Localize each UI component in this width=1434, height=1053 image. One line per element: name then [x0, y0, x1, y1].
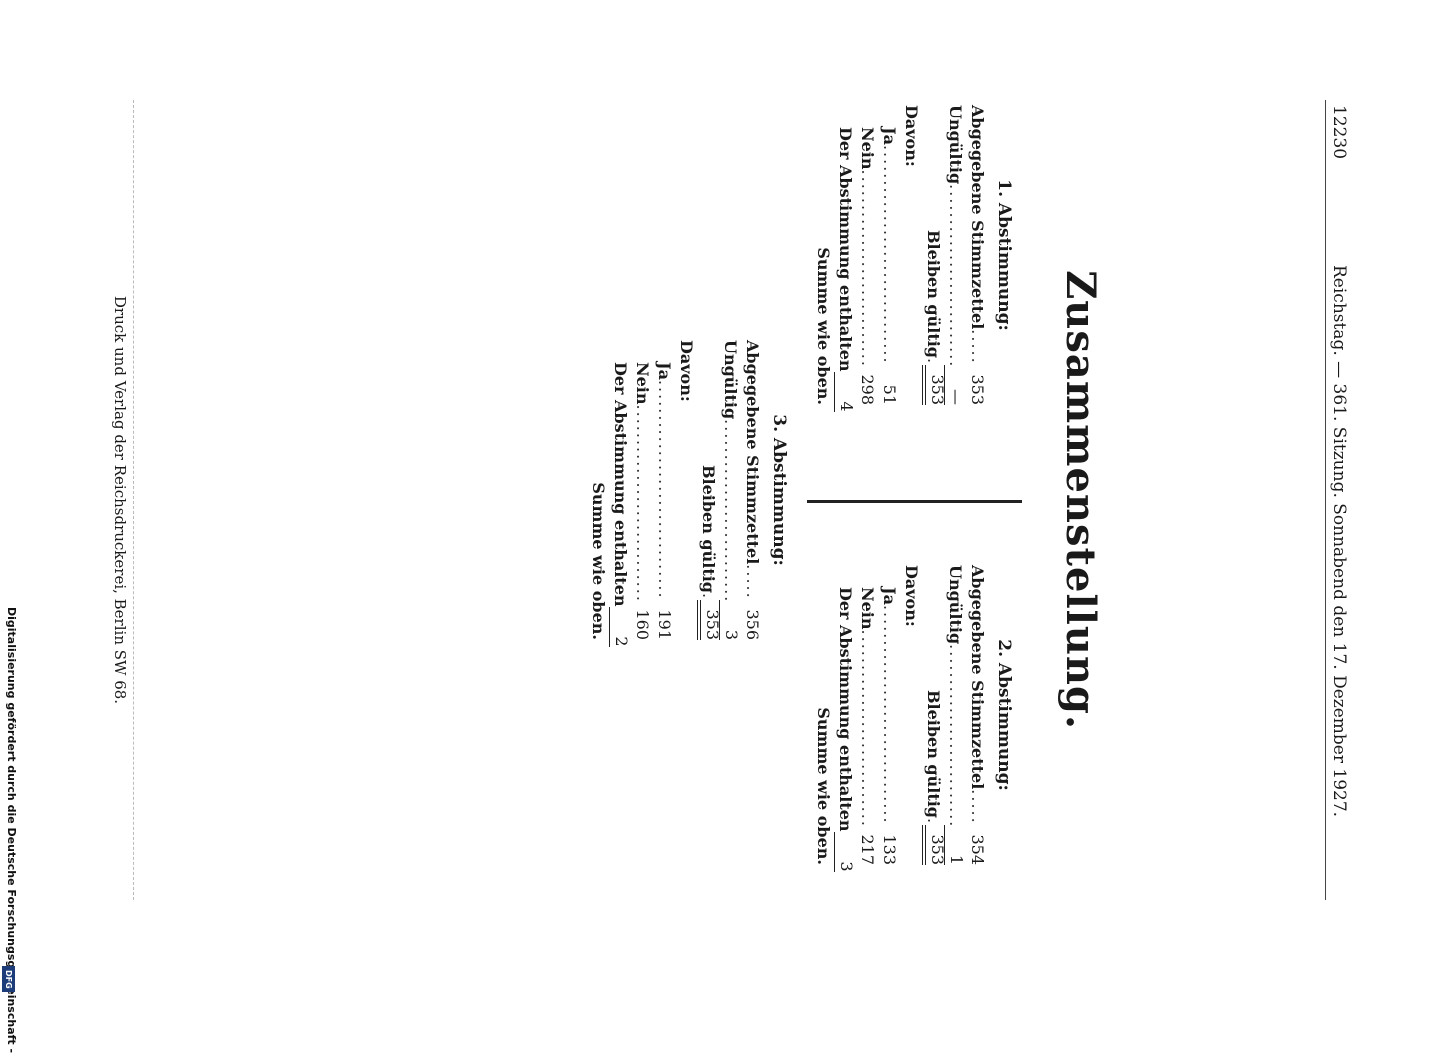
row-label: Abgegebene Stimmzettel [968, 105, 987, 330]
row-value: 298 [858, 374, 877, 405]
leader-dots [856, 630, 878, 825]
row-value: 353 [922, 825, 948, 865]
header-rule [1325, 100, 1326, 900]
row-value: 4 [834, 371, 857, 412]
dfg-logo-icon: DFG [2, 966, 15, 992]
row-value: 353 [922, 365, 948, 405]
row-ja: Ja 133 [878, 565, 900, 865]
row-gueltig: Bleiben gültig 353 [697, 340, 723, 640]
leader-dots [719, 419, 741, 600]
vote-block-1: 1. Abstimmung: Abgegebene Stimmzettel 353… [812, 105, 1014, 412]
row-label: Bleiben gültig [699, 465, 718, 593]
leader-dots [653, 380, 675, 600]
row-label: Der Abstimmung enthalten [611, 362, 630, 607]
row-label: Abgegebene Stimmzettel [968, 565, 987, 790]
vote-title: 2. Abstimmung: [994, 639, 1014, 791]
leader-dots [878, 605, 900, 825]
leader-dots [878, 145, 900, 365]
row-davon: Davon: [900, 105, 922, 405]
row-summe: Summe wie oben. [589, 482, 608, 640]
row-value: 353 [697, 600, 723, 640]
row-label: Bleiben gültig [924, 230, 943, 358]
row-label: Ja [880, 127, 899, 145]
row-label: Nein [858, 127, 877, 170]
row-label: Der Abstimmung enthalten [836, 587, 855, 832]
bottom-rule [133, 100, 134, 900]
leader-dots [741, 564, 763, 600]
row-label: Ungültig [721, 340, 740, 420]
row-label: Davon: [677, 340, 696, 402]
row-value: 217 [858, 834, 877, 865]
printer-imprint: Druck und Verlag der Reichsdruckerei, Be… [111, 295, 129, 705]
row-ungueltig: Ungültig1 [944, 565, 967, 865]
row-label: Davon: [902, 565, 921, 627]
vote-block-2: 2. Abstimmung: Abgegebene Stimmzettel 354… [812, 565, 1014, 872]
row-value: 356 [743, 609, 762, 640]
row-label: Bleiben gültig [924, 690, 943, 818]
row-label: Davon: [902, 105, 921, 167]
row-label: Nein [633, 362, 652, 405]
row-nein: Nein 217 [856, 565, 878, 865]
row-label: Ungültig [946, 105, 965, 185]
row-label: Abgegebene Stimmzettel [743, 340, 762, 565]
row-label: Ja [655, 362, 674, 380]
leader-dots [697, 593, 719, 600]
row-label: Nein [858, 587, 877, 630]
row-value: 2 [609, 606, 632, 647]
row-abgegeben: Abgegebene Stimmzettel 354 [966, 565, 988, 865]
row-nein: Nein 298 [856, 105, 878, 405]
row-ungueltig: Ungültig3 [719, 340, 742, 640]
leader-dots [944, 184, 966, 365]
vote-title: 3. Abstimmung: [769, 414, 789, 566]
row-label: Ungültig [946, 565, 965, 645]
leader-dots [966, 789, 988, 825]
document-page: 12230 Reichstag. — 361. Sitzung. Sonnabe… [0, 0, 1434, 1000]
page-number: 12230 [1329, 105, 1349, 160]
row-value: 160 [633, 609, 652, 640]
row-ungueltig: Ungültig— [944, 105, 967, 405]
leader-dots [944, 644, 966, 825]
vote-block-3: 3. Abstimmung: Abgegebene Stimmzettel 356… [587, 340, 789, 647]
row-value: 191 [655, 609, 674, 640]
page-title: Zusammenstellung. [1057, 270, 1104, 730]
row-abgegeben: Abgegebene Stimmzettel 356 [741, 340, 763, 640]
leader-dots [631, 405, 653, 600]
leader-dots [856, 170, 878, 365]
row-value: 51 [880, 384, 899, 405]
vote-title: 1. Abstimmung: [994, 179, 1014, 331]
row-abgegeben: Abgegebene Stimmzettel 353 [966, 105, 988, 405]
row-ja: Ja 191 [653, 340, 675, 640]
digitization-strip: Digitalisierung gefördert durch die Deut… [0, 0, 18, 1053]
row-summe: Summe wie oben. [814, 707, 833, 865]
row-value: 353 [968, 374, 987, 405]
running-title: Reichstag. — 361. Sitzung. Sonnabend den… [1329, 265, 1349, 818]
row-label: Ja [880, 587, 899, 605]
leader-dots [922, 358, 944, 365]
row-gueltig: Bleiben gültig 353 [922, 565, 948, 865]
row-summe: Summe wie oben. [814, 247, 833, 405]
row-label: Der Abstimmung enthalten [836, 127, 855, 372]
column-divider [807, 500, 1022, 503]
row-ja: Ja 51 [878, 105, 900, 405]
row-value: 133 [880, 834, 899, 865]
row-value: 3 [834, 831, 857, 872]
row-davon: Davon: [675, 340, 697, 640]
row-gueltig: Bleiben gültig 353 [922, 105, 948, 405]
row-davon: Davon: [900, 565, 922, 865]
leader-dots [966, 329, 988, 365]
row-nein: Nein 160 [631, 340, 653, 640]
leader-dots [922, 818, 944, 825]
row-value: 354 [968, 834, 987, 865]
